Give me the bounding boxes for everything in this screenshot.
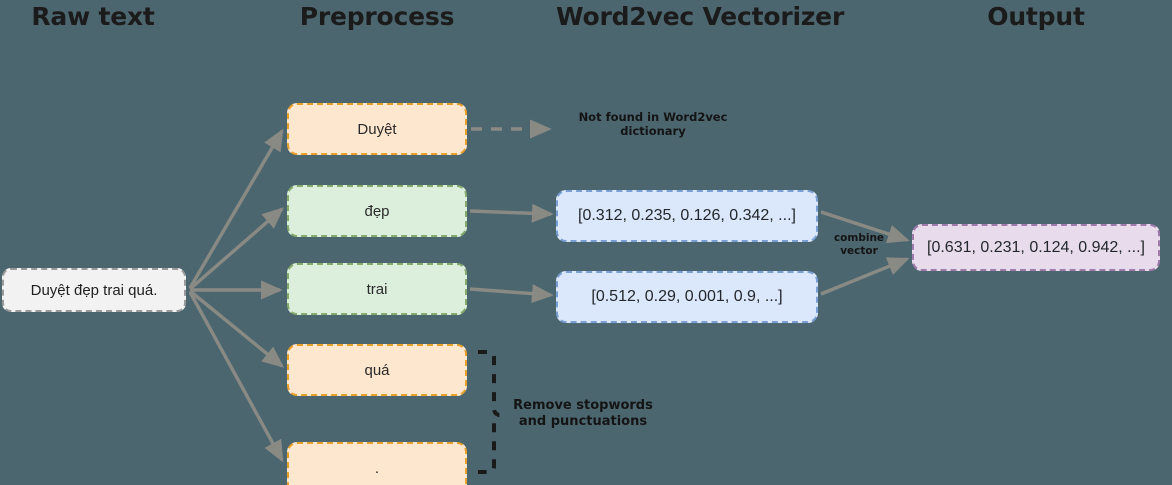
annotation-not-found: Not found in Word2vec dictionary (578, 110, 728, 139)
column-title-preprocess: Preprocess (299, 2, 455, 31)
column-title-raw-text: Raw text (31, 2, 155, 31)
remove-group-brace (478, 350, 500, 474)
token-box-duyet[interactable]: Duyệt (287, 103, 467, 155)
annotation-combine-vector: combine vector (833, 232, 885, 257)
token-box-dep[interactable]: đẹp (287, 185, 467, 237)
raw-to-token-arrows (188, 128, 285, 463)
token-box-qua[interactable]: quá (287, 344, 467, 396)
vector-box-trai[interactable]: [0.512, 0.29, 0.001, 0.9, ...] (556, 271, 818, 323)
token-to-vector-arrows (469, 203, 554, 304)
output-vector-box[interactable]: [0.631, 0.231, 0.124, 0.942, ...] (912, 224, 1160, 271)
token-box-trai[interactable]: trai (287, 263, 467, 315)
vector-box-dep[interactable]: [0.312, 0.235, 0.126, 0.342, ...] (556, 190, 818, 242)
column-title-output: Output (987, 2, 1085, 31)
raw-text-box[interactable]: Duyệt đẹp trai quá. (2, 268, 186, 312)
column-title-vectorizer: Word2vec Vectorizer (556, 2, 845, 31)
token-box-period[interactable]: . (287, 442, 467, 485)
annotation-remove-stopwords: Remove stopwords and punctuations (513, 398, 653, 429)
